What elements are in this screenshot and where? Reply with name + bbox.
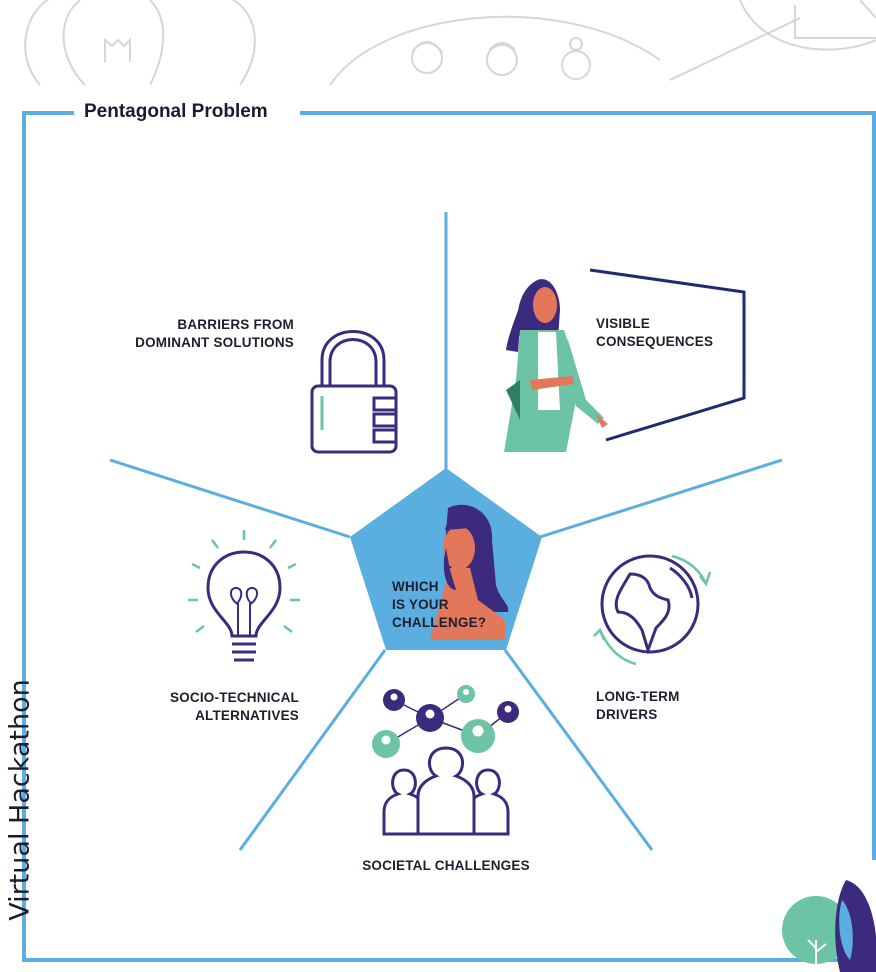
people-network-icon: [372, 685, 519, 836]
drivers-label-line: DRIVERS: [596, 707, 658, 722]
drivers-label-line: LONG-TERM: [596, 689, 680, 704]
barriers-label-line: BARRIERS FROM: [177, 317, 294, 332]
sketch-faces-icon: [329, 15, 661, 86]
globe-icon: [593, 554, 712, 666]
divider-left: [109, 458, 351, 539]
lightbulb-icon: [188, 530, 300, 662]
padlock-icon: [310, 330, 398, 454]
frame-border: [22, 111, 876, 962]
barriers-label-line: DOMINANT SOLUTIONS: [135, 335, 294, 350]
divider-right: [539, 458, 783, 539]
societal-label-line: SOCIETAL CHALLENGES: [362, 858, 530, 873]
consequences-label: VISIBLE CONSEQUENCES: [596, 315, 713, 351]
sketch-lightbulb-icon: [24, 0, 256, 86]
side-title: Virtual Hackathon: [4, 679, 36, 921]
alternatives-label: SOCIO-TECHNICAL ALTERNATIVES: [170, 689, 299, 725]
divider-bottom-left: [238, 649, 387, 851]
societal-label: SOCIETAL CHALLENGES: [346, 857, 546, 875]
consequences-label-line: VISIBLE: [596, 316, 650, 331]
barriers-label: BARRIERS FROM DOMINANT SOLUTIONS: [135, 316, 294, 352]
alternatives-label-line: ALTERNATIVES: [195, 708, 299, 723]
center-label-line: CHALLENGE?: [392, 615, 487, 630]
center-label-line: IS YOUR: [392, 597, 449, 612]
woman-portrait-icon: [430, 504, 509, 640]
sketch-arrow-icon: [669, 0, 876, 81]
divider-bottom-right: [503, 649, 654, 851]
presenter-woman-icon: [504, 268, 746, 452]
center-label-line: WHICH: [392, 579, 439, 594]
center-label: WHICH IS YOUR CHALLENGE?: [392, 578, 486, 632]
drivers-label: LONG-TERM DRIVERS: [596, 688, 680, 724]
frame-title: Pentagonal Problem: [74, 98, 278, 126]
divider-lines: [109, 212, 783, 851]
alternatives-label-line: SOCIO-TECHNICAL: [170, 690, 299, 705]
trees-logo-icon: [782, 880, 876, 972]
consequences-label-line: CONSEQUENCES: [596, 334, 714, 349]
